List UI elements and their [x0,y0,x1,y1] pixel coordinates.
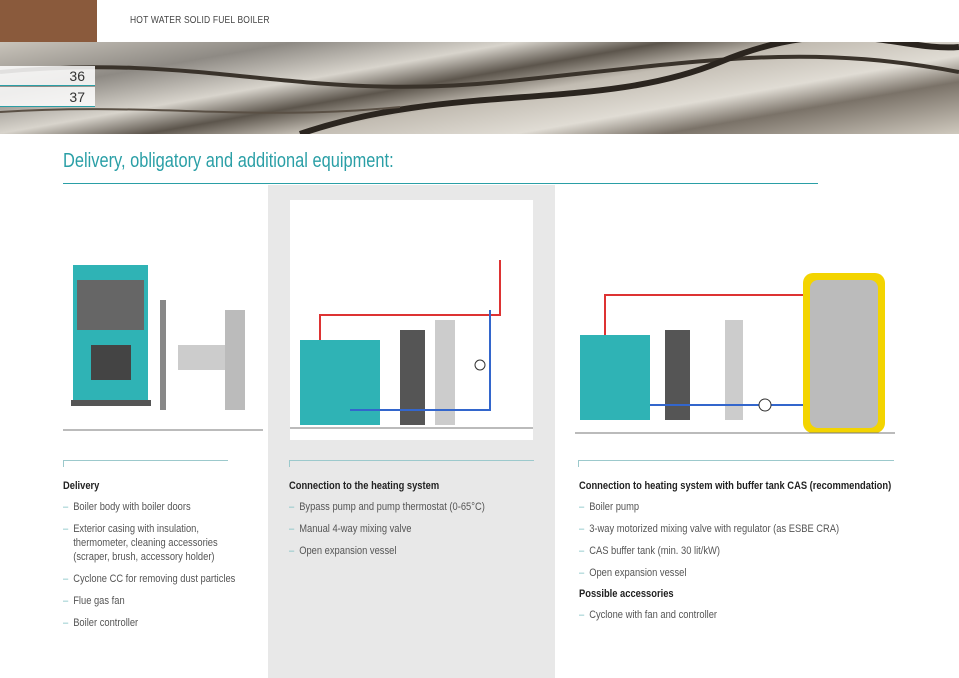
page-number-right: 37 [0,87,95,107]
wood-grain-graphic [0,33,959,137]
delivery-column: Delivery Boiler body with boiler doors E… [63,480,242,638]
list-item: Flue gas fan [63,594,242,608]
heading-divider [63,183,818,184]
delivery-equipment-image [63,265,263,431]
buffer-tank-diagram [575,273,895,434]
list-item: Boiler controller [63,616,242,630]
header-color-block [0,0,97,42]
heating-system-column: Connection to the heating system Bypass … [289,480,544,566]
wood-texture-banner [0,33,959,137]
column-title: Connection to the heating system [289,480,440,492]
buffer-tank-column: Connection to heating system with buffer… [579,480,902,630]
list-item: Cyclone CC for removing dust particles [63,572,242,586]
list-item: Exterior casing with insulation, thermom… [63,522,242,564]
page-heading: Delivery, obligatory and additional equi… [63,150,394,172]
list-item: Bypass pump and pump thermostat (0-65°C) [289,500,544,514]
column-title: Connection to heating system with buffer… [579,480,892,492]
list-item: Open expansion vessel [579,566,902,580]
list-item: 3-way motorized mixing valve with regula… [579,522,902,536]
list-item: Manual 4-way mixing valve [289,522,544,536]
column-title: Delivery [63,480,100,492]
column-subtitle: Possible accessories [579,588,674,600]
list-item: Open expansion vessel [289,544,544,558]
column-rule [289,460,534,467]
heating-system-diagram [290,200,533,440]
list-item: Boiler pump [579,500,902,514]
list-item: Cyclone with fan and controller [579,608,902,622]
document-title: HOT WATER SOLID FUEL BOILER [130,15,270,26]
list-item: Boiler body with boiler doors [63,500,242,514]
list-item: CAS buffer tank (min. 30 lit/kW) [579,544,902,558]
page-number-left: 36 [0,66,95,86]
column-rule [63,460,228,467]
column-rule [578,460,894,467]
